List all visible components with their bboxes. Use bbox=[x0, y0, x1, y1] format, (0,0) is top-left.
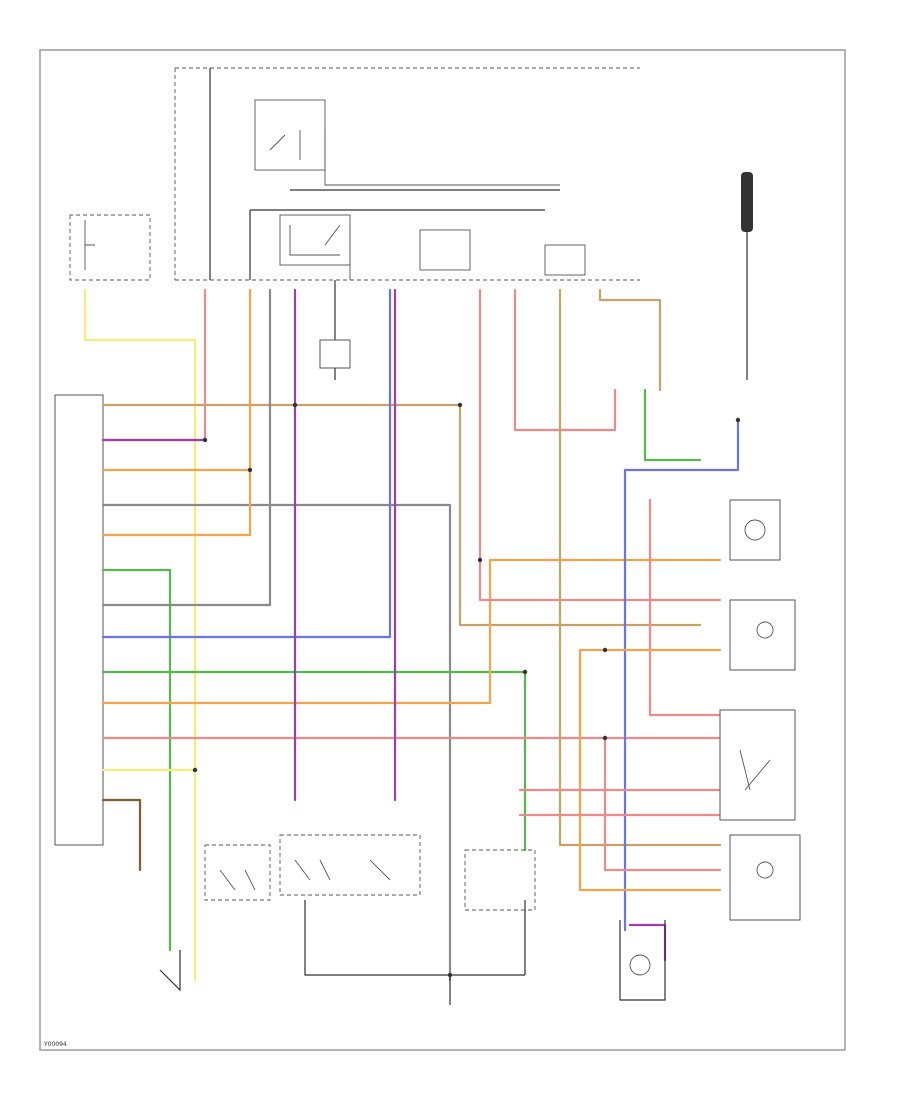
diagram-frame bbox=[39, 49, 846, 1051]
lighting-switch-box bbox=[69, 214, 151, 281]
wire-harness bbox=[83, 288, 740, 982]
splice-points bbox=[192, 402, 741, 978]
footer-code: Y00094 bbox=[43, 1041, 67, 1048]
splice-dot bbox=[457, 402, 463, 408]
dimmer-relay-contacts bbox=[289, 224, 351, 280]
dimmer-switch-box bbox=[204, 844, 271, 901]
splice-dot bbox=[602, 735, 608, 741]
right-headlight-housing bbox=[729, 599, 796, 671]
splice-dot bbox=[202, 437, 208, 443]
headlight-relay-contacts bbox=[269, 130, 560, 186]
combination-switch-box bbox=[279, 834, 421, 896]
wire-orange-1 bbox=[101, 288, 252, 472]
headlight-switch-contacts bbox=[739, 749, 771, 791]
wire-brown bbox=[101, 798, 142, 872]
splice-dot bbox=[477, 557, 483, 563]
wire-orange-3 bbox=[101, 558, 722, 705]
front-lamp-bulb bbox=[744, 519, 766, 541]
wire-yellow bbox=[83, 288, 197, 982]
wire-gray-1 bbox=[101, 503, 452, 982]
headlight-switch-housing bbox=[719, 709, 796, 821]
wire-pink-3 bbox=[513, 288, 617, 432]
front-lamp-housing bbox=[729, 499, 781, 561]
flasher-unit bbox=[741, 172, 753, 380]
combination-switch-contacts bbox=[294, 859, 391, 881]
wire-green-left bbox=[101, 568, 172, 952]
wire-green-bottom bbox=[101, 670, 527, 852]
bottom-right-connector bbox=[619, 920, 666, 1001]
control-module bbox=[54, 394, 104, 846]
splice-dot bbox=[247, 467, 253, 473]
splice-dot bbox=[602, 647, 608, 653]
wire-tan-2 bbox=[558, 288, 722, 847]
splice-dot bbox=[292, 402, 298, 408]
wire-tan-top bbox=[101, 403, 702, 627]
splice-dot bbox=[447, 972, 453, 978]
splice-dot bbox=[735, 417, 741, 423]
wire-blue-right bbox=[623, 418, 740, 932]
wire-blue-1 bbox=[101, 288, 392, 639]
headlight-relay-top bbox=[254, 99, 326, 171]
fuse-box-bus bbox=[209, 68, 545, 280]
flasher-coil bbox=[741, 172, 753, 232]
right-headlight-bulb bbox=[756, 621, 774, 639]
ground-box-center bbox=[319, 339, 351, 369]
dimmer-switch-contacts bbox=[219, 869, 256, 891]
fuse-box bbox=[174, 67, 640, 380]
wire-pink-4 bbox=[478, 288, 722, 602]
fuse-box-outline bbox=[174, 67, 640, 281]
wire-pink-right bbox=[648, 498, 722, 717]
bottom-switches bbox=[159, 834, 666, 1005]
wire-orange-2 bbox=[101, 468, 252, 537]
wire-pink-left bbox=[101, 288, 207, 442]
wire-tan-3 bbox=[598, 288, 662, 392]
right-lamps bbox=[719, 499, 801, 921]
left-headlight-bulb bbox=[756, 861, 774, 879]
dimmer-relay bbox=[279, 214, 351, 266]
fuse-far-right bbox=[544, 244, 586, 276]
lighting-switch-contacts bbox=[84, 220, 95, 270]
wire-pink-6 bbox=[518, 788, 722, 817]
wire-green-right bbox=[643, 388, 702, 462]
splice-dot bbox=[522, 669, 528, 675]
bottom-right-lamp bbox=[629, 954, 651, 976]
wire-gray-2 bbox=[101, 288, 272, 607]
fuse-right bbox=[419, 229, 471, 271]
splice-dot bbox=[192, 767, 198, 773]
cruise-unit-box bbox=[464, 849, 536, 911]
left-headlight-housing bbox=[729, 834, 801, 921]
combination-switch-ground bbox=[304, 900, 525, 976]
wire-purple-bottom bbox=[628, 923, 667, 962]
wire-pink-5 bbox=[603, 736, 722, 872]
parking-brake-switch bbox=[159, 950, 181, 992]
cruise-unit-ground bbox=[449, 900, 526, 1005]
